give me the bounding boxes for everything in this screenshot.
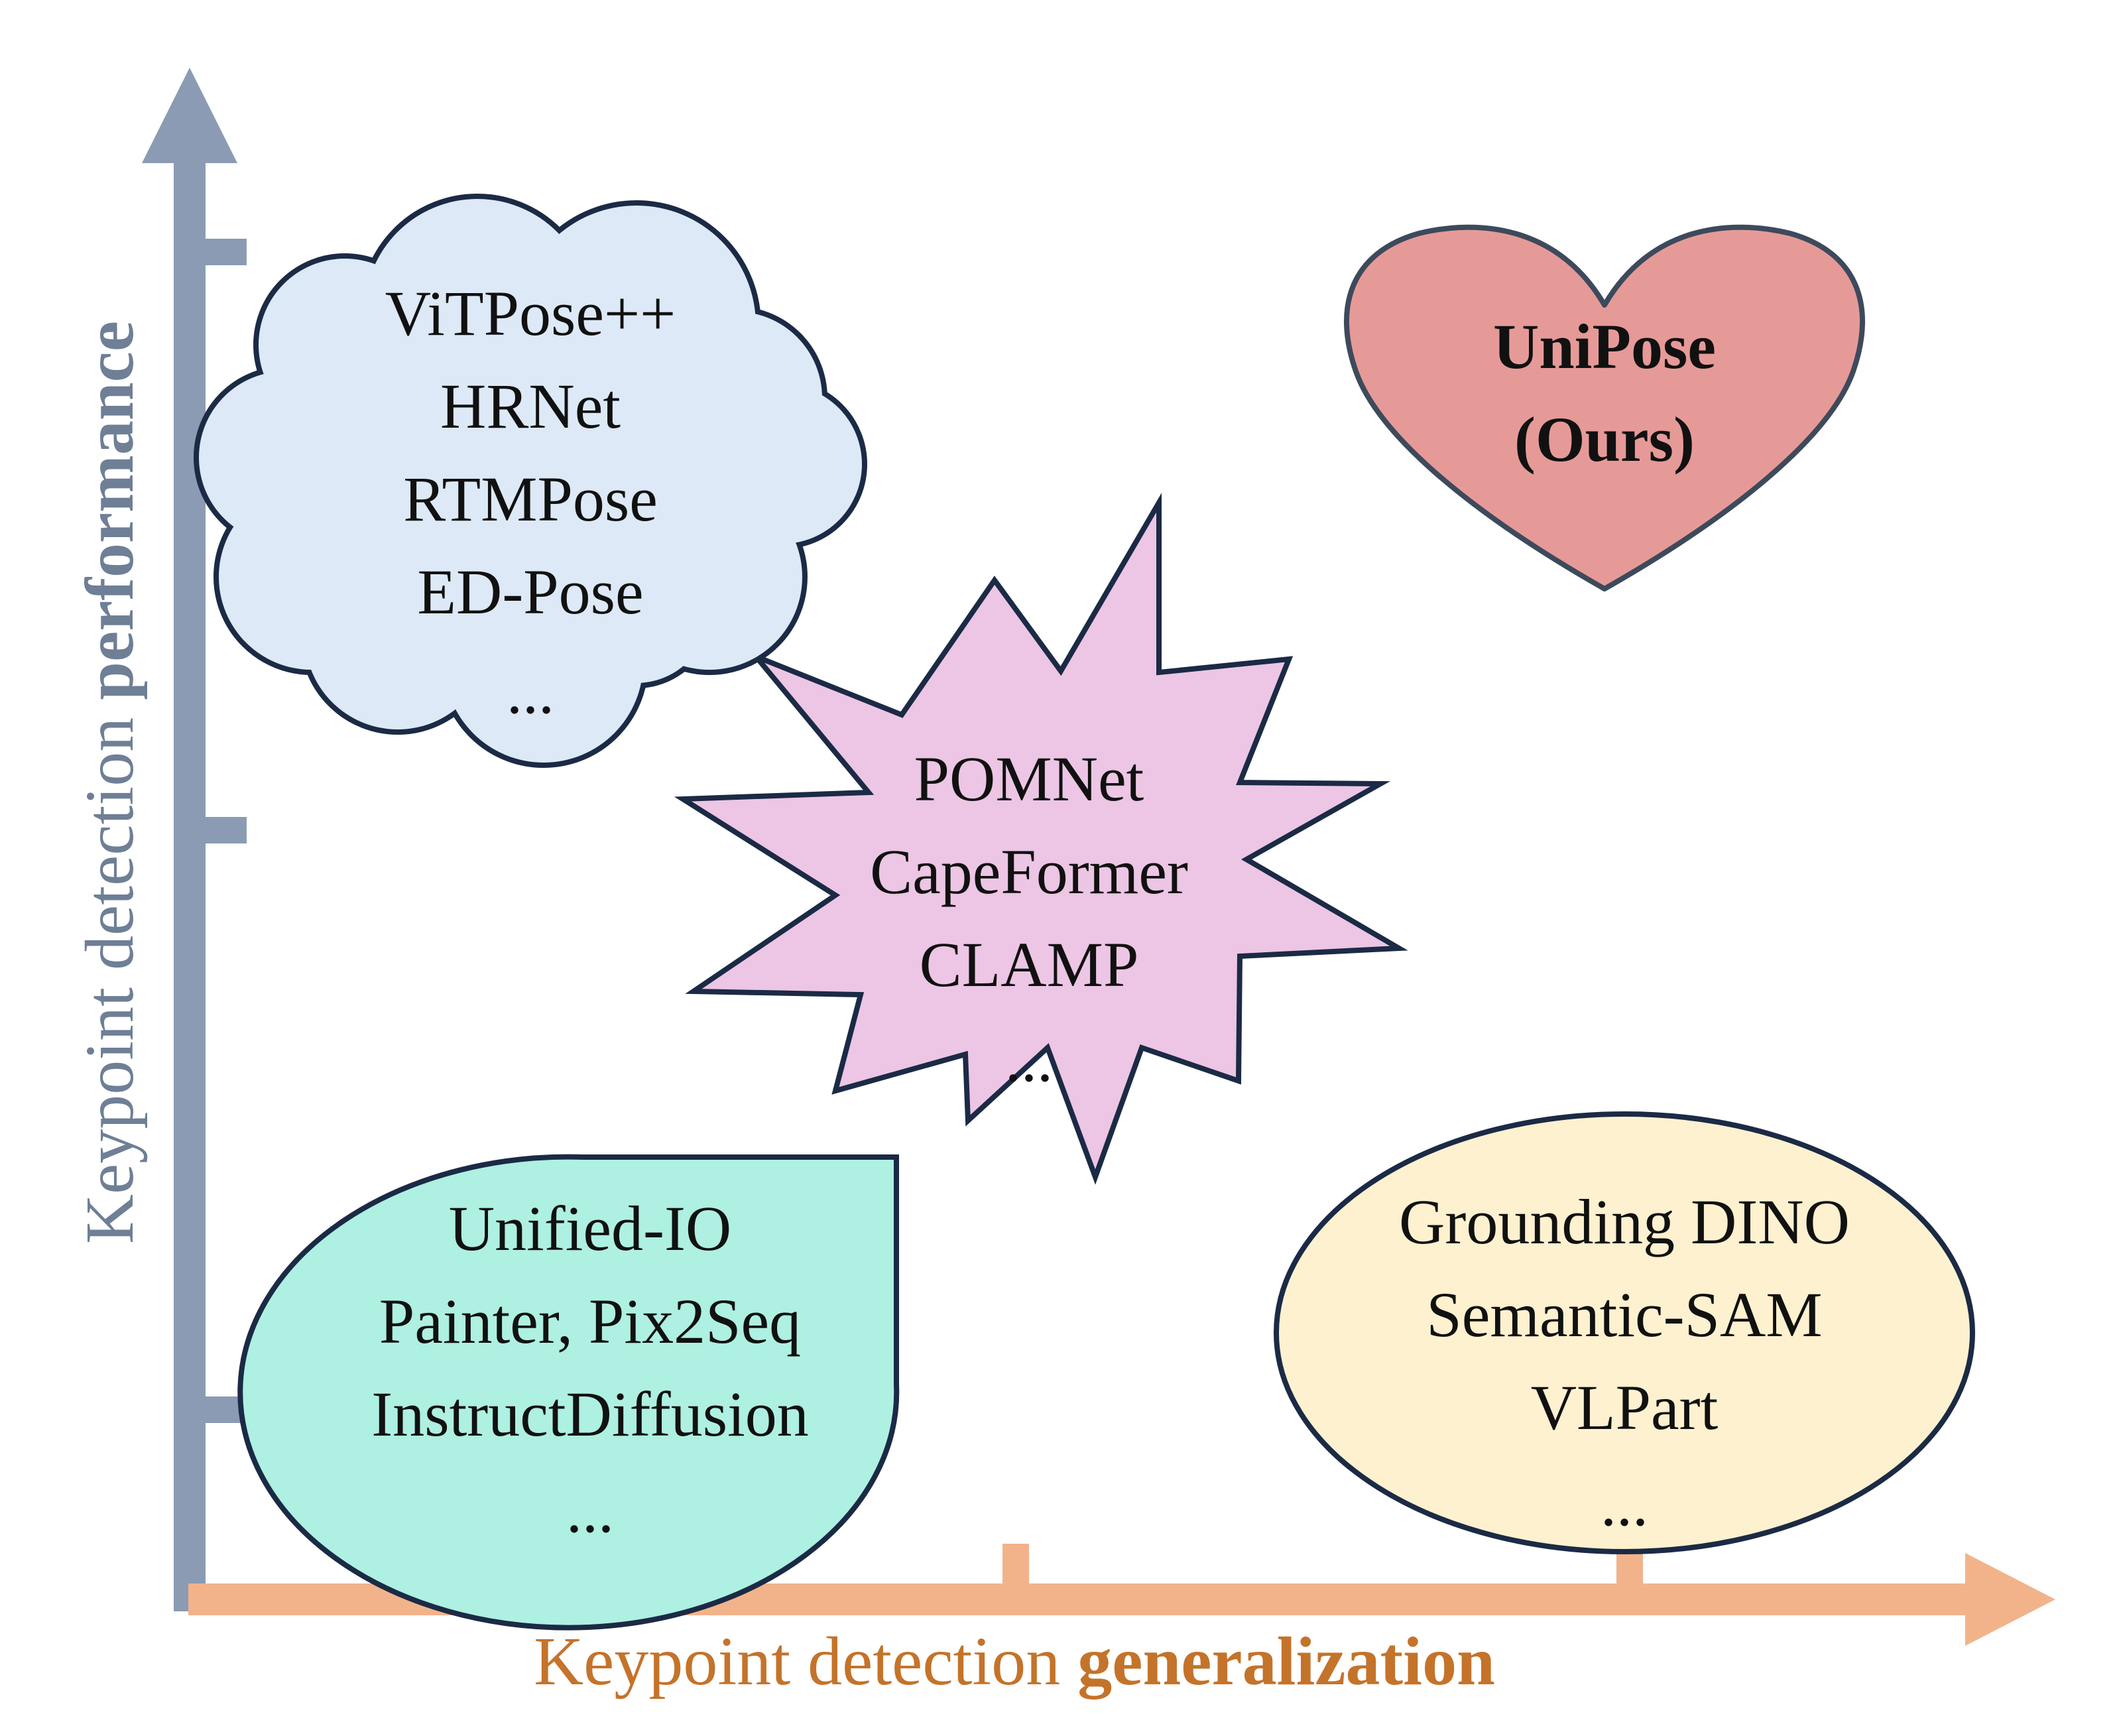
x-axis-tick-middle bbox=[1002, 1544, 1029, 1586]
ellipse-item-4: ... bbox=[1601, 1468, 1648, 1539]
x-axis-arrowhead bbox=[1965, 1553, 2055, 1646]
x-axis-title: Keypoint detection generalization bbox=[534, 1623, 1495, 1700]
cloud-item-2: HRNet bbox=[440, 371, 621, 442]
ellipse-shape bbox=[1274, 1111, 1975, 1554]
y-axis-tick-top bbox=[203, 239, 247, 265]
x-axis-title-regular: Keypoint detection bbox=[534, 1623, 1060, 1700]
cloud-item-3: RTMPose bbox=[403, 464, 658, 534]
star-item-2: CapeFormer bbox=[870, 836, 1188, 907]
ellipse-item-2: Semantic-SAM bbox=[1426, 1279, 1822, 1350]
ellipse-item-1: Grounding DINO bbox=[1399, 1186, 1850, 1257]
heart-group: UniPose (Ours) bbox=[1343, 224, 1866, 591]
rounded-group: Unified-IO Painter, Pix2Seq InstructDiff… bbox=[237, 1154, 900, 1631]
cloud-shape bbox=[194, 194, 867, 768]
cloud-item-1: ViTPose++ bbox=[385, 278, 676, 349]
y-axis-title: Keypoint detection performance bbox=[72, 321, 148, 1244]
star-item-1: POMNet bbox=[914, 743, 1144, 814]
y-axis-arrowhead bbox=[142, 68, 237, 163]
star-group: POMNet CapeFormer CLAMP ... bbox=[674, 493, 1408, 1185]
rounded-item-4: ... bbox=[566, 1475, 614, 1546]
cloud-group: ViTPose++ HRNet RTMPose ED-Pose ... bbox=[194, 194, 867, 768]
rounded-item-2: Painter, Pix2Seq bbox=[379, 1286, 801, 1357]
heart-item-2: (Ours) bbox=[1514, 404, 1695, 475]
star-item-4: ... bbox=[1005, 1024, 1053, 1095]
y-axis-title-bold: performance bbox=[72, 321, 148, 700]
ellipse-item-3: VLPart bbox=[1531, 1372, 1719, 1443]
y-axis-title-regular: Keypoint detection bbox=[72, 717, 148, 1244]
heart-item-1: UniPose bbox=[1493, 311, 1716, 382]
rounded-item-1: Unified-IO bbox=[449, 1193, 732, 1264]
heart-shape bbox=[1343, 224, 1866, 591]
x-axis-title-bold: generalization bbox=[1077, 1623, 1495, 1700]
star-item-3: CLAMP bbox=[920, 929, 1139, 1000]
cloud-item-5: ... bbox=[507, 656, 554, 727]
y-axis bbox=[142, 68, 247, 1611]
rounded-shape bbox=[237, 1154, 900, 1631]
rounded-item-3: InstructDiffusion bbox=[371, 1379, 808, 1450]
cloud-item-4: ED-Pose bbox=[417, 556, 643, 627]
ellipse-group: Grounding DINO Semantic-SAM VLPart ... bbox=[1274, 1111, 1975, 1554]
y-axis-tick-middle bbox=[203, 817, 247, 843]
y-axis-bar bbox=[174, 159, 206, 1611]
